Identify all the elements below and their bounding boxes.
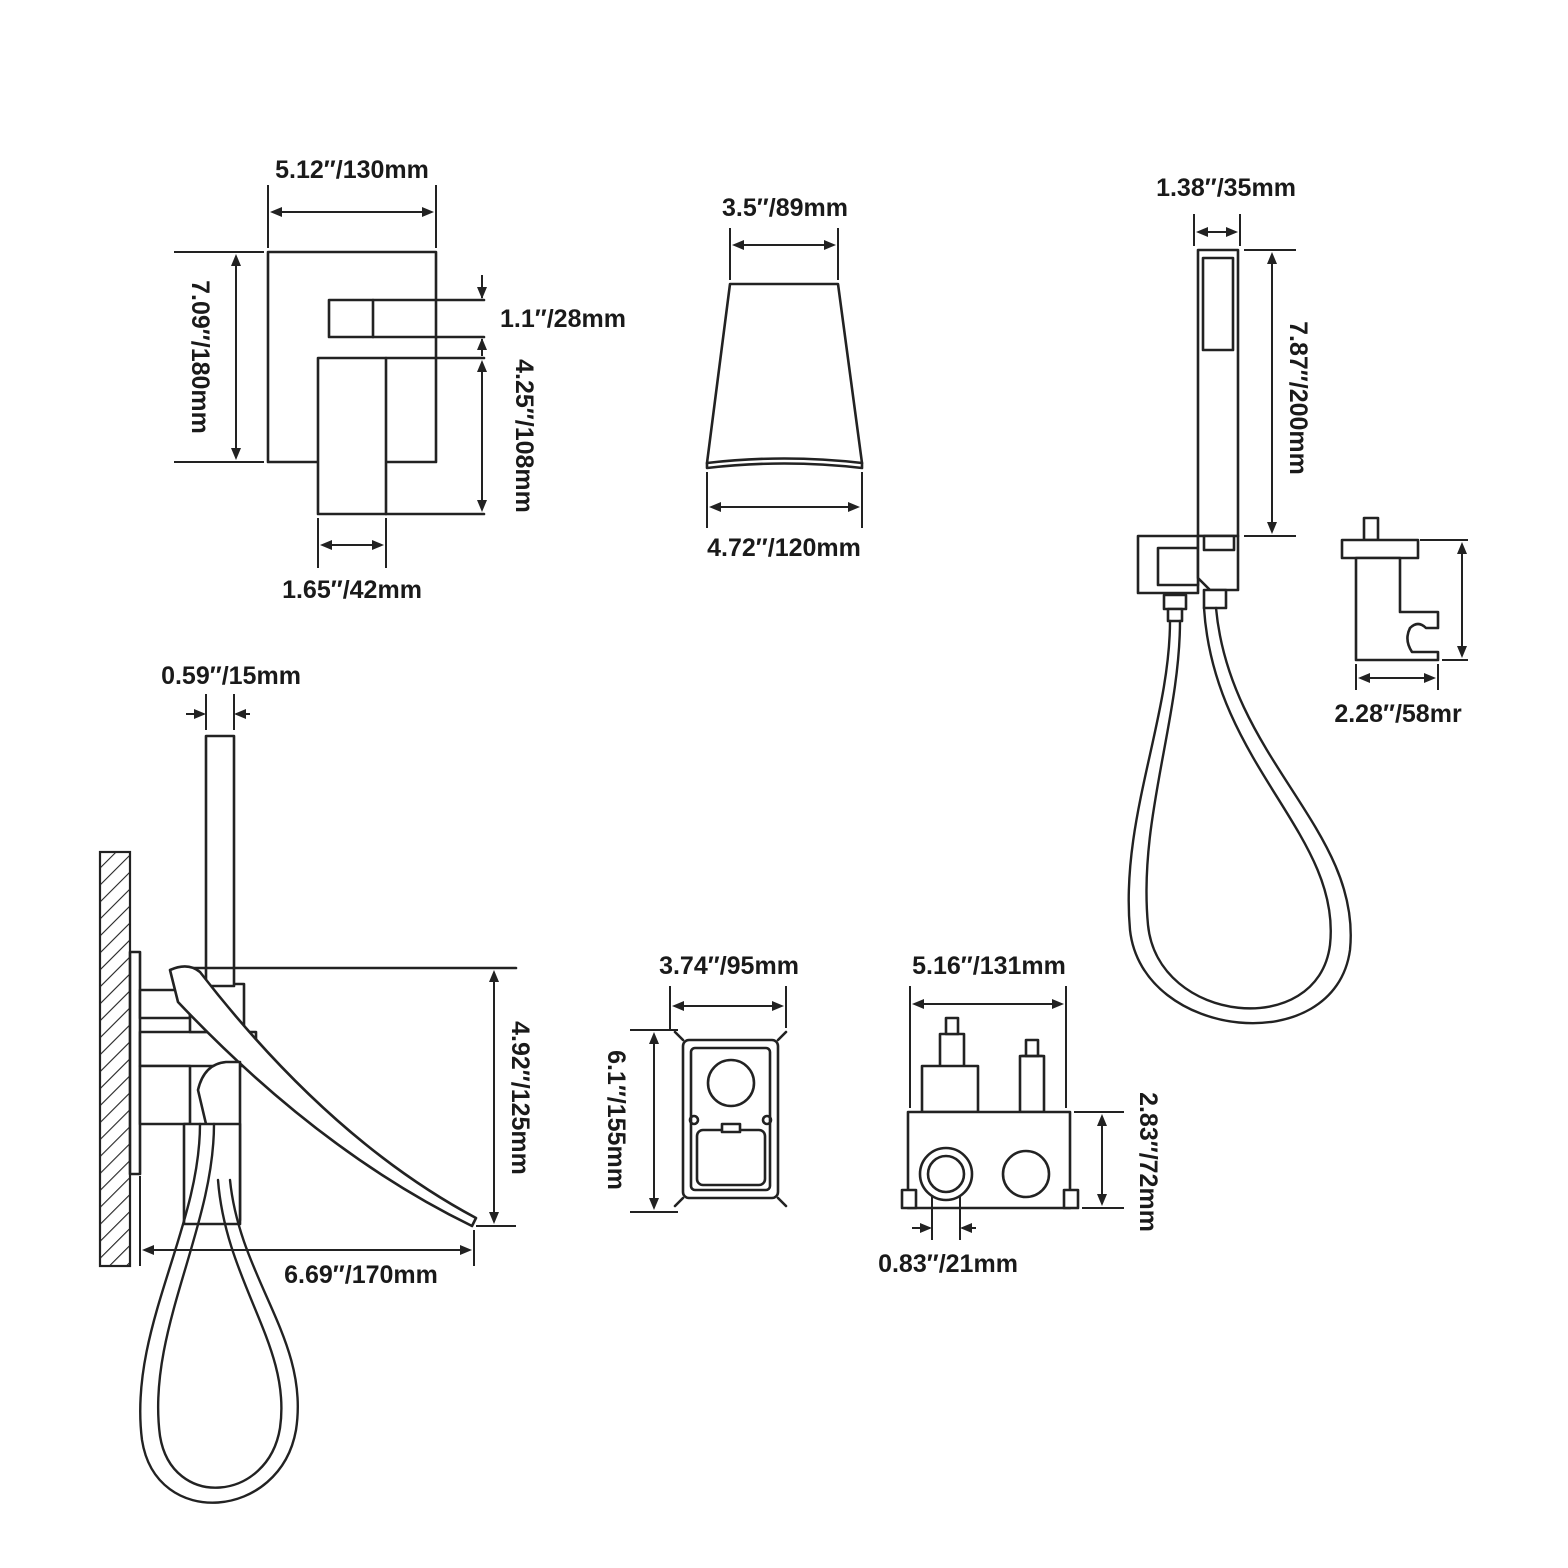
dim-holder-width: 2.28″/58mr [1334,664,1462,728]
label-plate-width: 3.74″/95mm [659,952,799,980]
label-handset-length: 7.87″/200mm [1284,321,1312,475]
dim-handset-length: 7.87″/200mm [1244,249,1312,537]
label-valve-width: 5.16″/131mm [912,952,1066,980]
dim-holder-height [1420,539,1468,661]
label-valve-height: 2.83″/72mm [1134,1092,1162,1232]
label-lever-width: 5.12″/130mm [275,156,429,184]
side-view: 0.59″/15mm 4.92″/125mm 6.69″/170mm [98,662,534,1504]
holder-view: 2.28″/58mr [1334,516,1468,728]
dim-lever-body-width: 1.65″/42mm [282,518,422,604]
dim-side-depth: 6.69″/170mm [139,1176,475,1289]
label-side-height: 4.92″/125mm [506,1021,534,1175]
dim-side-thickness: 0.59″/15mm [161,662,301,730]
label-plate-height: 6.1″/155mm [602,1050,630,1190]
dim-spout-top-width: 3.5″/89mm [722,194,848,280]
label-spout-bottom-width: 4.72″/120mm [707,534,861,562]
dim-plate-height: 6.1″/155mm [602,1029,678,1213]
dim-lever-height: 7.09″/180mm [174,251,264,463]
dim-valve-port: 0.83″/21mm [878,1196,1018,1278]
dim-valve-width: 5.16″/131mm [909,952,1067,1108]
lever-front-view: 5.12″/130mm 7.09″/180mm 1.1″/28mm 4.25″/… [174,156,626,604]
plate-view: 3.74″/95mm 6.1″/155mm [602,952,799,1213]
label-side-depth: 6.69″/170mm [284,1261,438,1289]
label-holder-width: 2.28″/58mr [1334,700,1462,728]
dim-handle-height: 1.1″/28mm [477,275,626,356]
dim-lever-width: 5.12″/130mm [267,156,437,248]
label-valve-port: 0.83″/21mm [878,1250,1018,1278]
label-spout-top-width: 3.5″/89mm [722,194,848,222]
dim-handset-width: 1.38″/35mm [1156,174,1296,246]
dim-spout-bottom-width: 4.72″/120mm [706,472,863,562]
dim-valve-height: 2.83″/72mm [1074,1092,1162,1232]
label-side-thickness: 0.59″/15mm [161,662,301,690]
spout-front-view: 3.5″/89mm 4.72″/120mm [705,194,864,562]
dim-side-height: 4.92″/125mm [476,970,534,1227]
label-lever-height: 7.09″/180mm [186,280,214,434]
handset-view: 1.38″/35mm 7.87″/200mm [1127,174,1352,1025]
dim-plate-width: 3.74″/95mm [659,952,799,1030]
label-lever-body-height: 4.25″/108mm [510,359,538,513]
label-handset-width: 1.38″/35mm [1156,174,1296,202]
dim-lever-body-height: 4.25″/108mm [477,359,538,513]
label-lever-body-width: 1.65″/42mm [282,576,422,604]
valve-view: 5.16″/131mm 2.83″/72mm 0.83″/21mm [878,952,1162,1278]
label-handle-height: 1.1″/28mm [500,305,626,333]
